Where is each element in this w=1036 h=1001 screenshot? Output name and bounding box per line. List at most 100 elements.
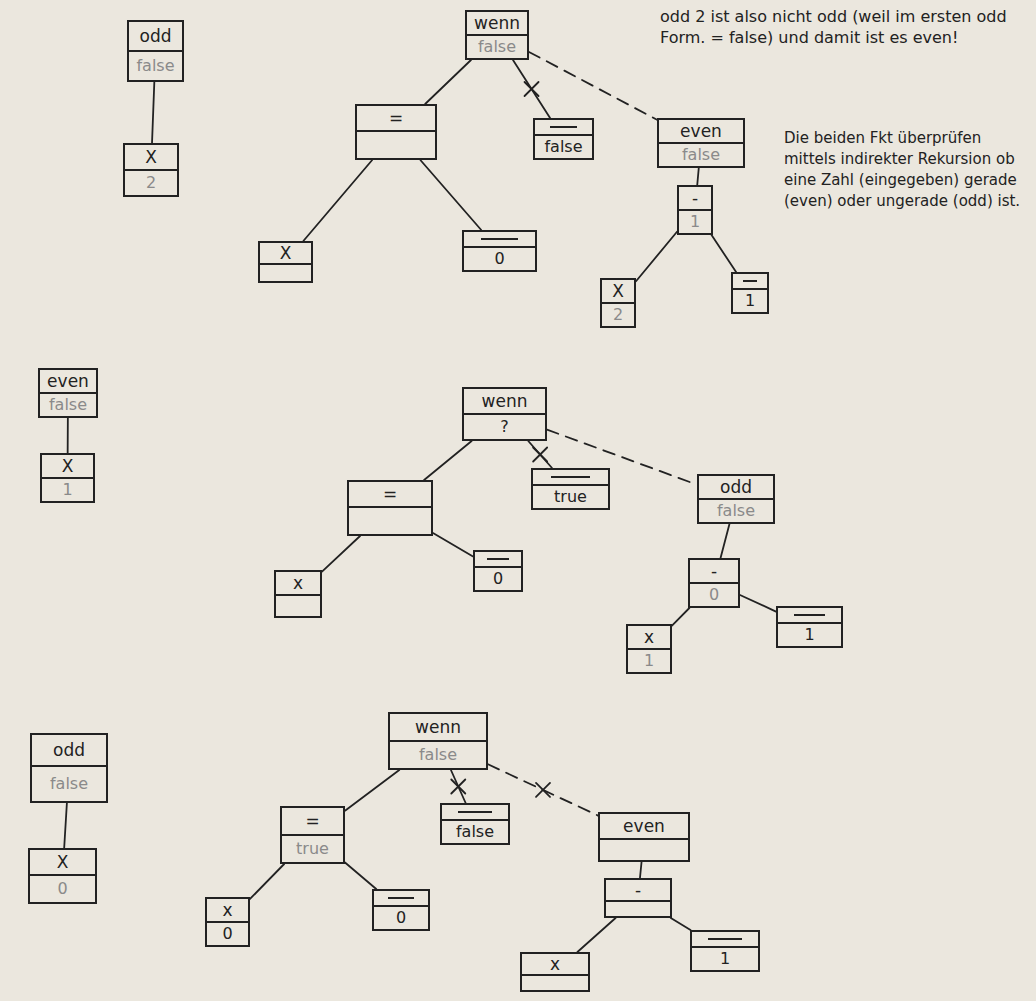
compartment: 0 bbox=[464, 248, 535, 270]
tree-edge bbox=[322, 536, 360, 572]
evaluated-value: 2 bbox=[613, 305, 623, 325]
expression-name: - bbox=[692, 188, 698, 208]
compartment: false bbox=[390, 742, 486, 768]
expression-box: x bbox=[520, 952, 590, 992]
cross-stroke bbox=[533, 448, 547, 462]
constant-box: 1 bbox=[776, 606, 843, 648]
evaluated-value: 1 bbox=[62, 480, 72, 500]
expression-box: x0 bbox=[205, 897, 250, 947]
compartment bbox=[733, 274, 767, 290]
compartment: odd bbox=[129, 22, 182, 52]
evaluated-value: false bbox=[478, 37, 516, 57]
tree-edge bbox=[303, 160, 372, 241]
evaluated-value: 1 bbox=[690, 212, 700, 232]
constant-box: false bbox=[533, 118, 594, 160]
tree-edge bbox=[345, 863, 376, 889]
compartment: wenn bbox=[464, 389, 545, 415]
compartment: X bbox=[30, 850, 95, 876]
compartment: X bbox=[260, 243, 311, 265]
tree-edge bbox=[697, 168, 699, 185]
constant-box: false bbox=[440, 803, 510, 845]
evaluated-value: true bbox=[296, 839, 329, 859]
expression-name: = bbox=[383, 484, 397, 504]
compartment: even bbox=[40, 370, 96, 394]
cross-stroke bbox=[451, 780, 465, 794]
constant-bar bbox=[550, 126, 578, 128]
expression-box: -0 bbox=[688, 558, 740, 608]
compartment: false bbox=[32, 767, 106, 801]
evaluated-value: 2 bbox=[146, 173, 156, 193]
compartment: 1 bbox=[42, 479, 93, 501]
expression-name: X bbox=[145, 147, 157, 167]
compartment bbox=[606, 902, 670, 916]
compartment: X bbox=[125, 145, 177, 171]
compartment: false bbox=[442, 821, 508, 843]
dashed-branch bbox=[529, 52, 657, 120]
tree-edge bbox=[672, 608, 689, 626]
compartment bbox=[442, 805, 508, 821]
expression-name: X bbox=[612, 281, 624, 301]
expression-box: oddfalse bbox=[30, 733, 108, 803]
tree-edge bbox=[433, 533, 473, 556]
constant-bar bbox=[458, 811, 491, 813]
cross-stroke bbox=[525, 82, 539, 96]
constant-bar bbox=[708, 938, 741, 940]
expression-box: wenn false bbox=[388, 712, 488, 770]
expression-name: X bbox=[57, 852, 69, 872]
expression-name: X bbox=[280, 243, 292, 263]
expression-name: - bbox=[711, 561, 717, 581]
expression-box: = true bbox=[280, 806, 345, 864]
tree-edge bbox=[721, 524, 730, 558]
dashed-branch bbox=[547, 430, 697, 485]
constant-value: 1 bbox=[720, 949, 730, 969]
compartment: 0 bbox=[475, 568, 521, 590]
compartment: = bbox=[282, 808, 343, 836]
compartment: X bbox=[602, 280, 634, 304]
constant-value: false bbox=[544, 137, 582, 157]
constant-bar bbox=[794, 614, 826, 616]
evaluated-value: 1 bbox=[644, 651, 654, 671]
compartment: = bbox=[357, 106, 435, 132]
compartment: X bbox=[42, 455, 93, 479]
constant-box: 1 bbox=[731, 272, 769, 314]
expression-box: x bbox=[274, 570, 322, 618]
constant-box: true bbox=[531, 468, 610, 510]
compartment bbox=[475, 552, 521, 568]
compartment: odd bbox=[699, 476, 773, 500]
expression-box: X1 bbox=[40, 453, 95, 503]
tree-edge bbox=[740, 595, 776, 612]
tree-edge bbox=[152, 82, 154, 143]
expression-box: - bbox=[604, 878, 672, 918]
compartment: false bbox=[40, 394, 96, 416]
compartment: true bbox=[533, 486, 608, 508]
expression-box: -1 bbox=[677, 185, 713, 235]
cross-stroke bbox=[536, 783, 550, 797]
compartment: - bbox=[690, 560, 738, 584]
expression-box: x1 bbox=[626, 624, 672, 674]
compartment: false bbox=[699, 500, 773, 522]
constant-value: 0 bbox=[493, 569, 503, 589]
compartment: 1 bbox=[628, 650, 670, 672]
constant-box: 0 bbox=[473, 550, 523, 592]
handwritten-note: odd 2 ist also nicht odd (weil im ersten… bbox=[660, 6, 1025, 48]
evaluated-value: false bbox=[50, 774, 88, 794]
constant-bar bbox=[388, 897, 414, 899]
expression-name: X bbox=[62, 456, 74, 476]
expression-name: x bbox=[293, 573, 303, 593]
evaluated-value: ? bbox=[500, 417, 509, 437]
compartment: x bbox=[522, 954, 588, 976]
handwritten-note: Die beiden Fkt überprüfen mittels indire… bbox=[784, 128, 1024, 212]
compartment bbox=[600, 840, 688, 860]
cross-stroke bbox=[536, 783, 550, 797]
evaluated-value: false bbox=[136, 56, 174, 76]
expression-box: X bbox=[258, 241, 313, 283]
cross-mark bbox=[536, 783, 550, 797]
compartment bbox=[349, 508, 431, 534]
expression-name: odd bbox=[720, 477, 752, 497]
constant-bar bbox=[551, 476, 590, 478]
expression-name: wenn bbox=[474, 13, 520, 33]
evaluated-value: false bbox=[682, 145, 720, 165]
expression-name: wenn bbox=[415, 717, 461, 737]
compartment bbox=[276, 596, 320, 616]
